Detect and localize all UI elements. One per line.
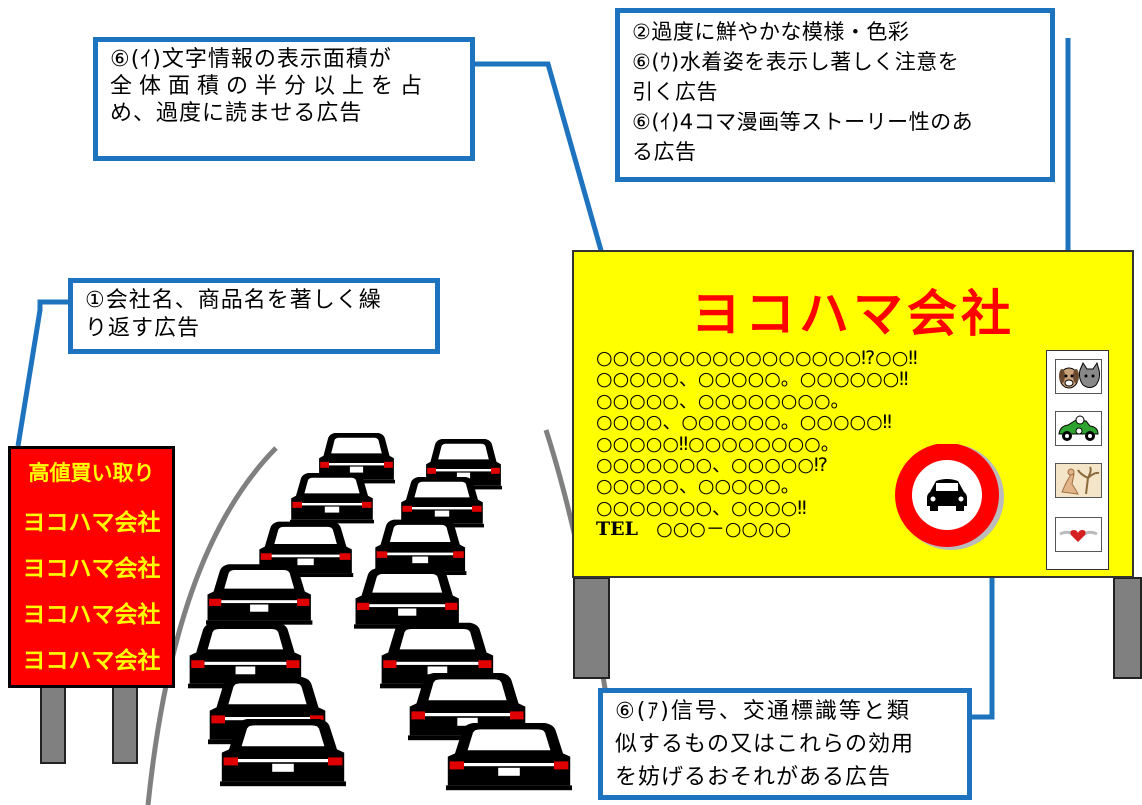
connector-large-area — [475, 61, 609, 269]
billboard-line: ○○○○○‼○○○○○○○○。 — [596, 432, 840, 455]
connector-repeat-name — [15, 299, 70, 447]
connector-traffic-sign — [972, 562, 995, 720]
road-left-edge — [145, 446, 278, 805]
billboard-tel: TEL ○○○－○○○○ — [596, 519, 918, 540]
small-sign-leg-left — [40, 686, 66, 764]
billboard-leg-left — [573, 577, 610, 679]
car — [290, 473, 374, 524]
sign-line: ヨコハマ会社 — [22, 510, 161, 536]
callout-line: め、過度に読ませる広告 — [110, 101, 363, 126]
no-vehicles-sign-icon — [895, 444, 1004, 550]
callout-line: ②過度に鮮やかな模様・色彩 — [632, 20, 910, 44]
callout-line: ⑥(ｱ)信号、交通標識等と類 — [615, 699, 911, 724]
callout-line: ⑥(ｲ)文字情報の表示面積が — [110, 47, 392, 72]
callout-repeat-name: ①会社名、商品名を著しく繰 り返す広告 — [68, 278, 440, 354]
sign-line: ヨコハマ会社 — [22, 648, 161, 674]
swimsuit-figure-icon — [1055, 463, 1102, 498]
callout-line: ⑥(ｲ)4コマ漫画等ストーリー性のあ — [632, 110, 974, 134]
callout-colors-story: ②過度に鮮やかな模様・色彩 ⑥(ｳ)水着姿を表示し著しく注意を 引く広告 ⑥(ｲ… — [615, 8, 1055, 182]
billboard-line: ○○○○○○○○○○○○○○○○⁉○○‼ — [596, 347, 918, 369]
billboard-line: ○○○○○○○、○○○○‼ — [596, 496, 807, 519]
heart-wings-icon — [1055, 517, 1102, 552]
billboard-leg-right — [1113, 577, 1142, 679]
callout-line: る広告 — [632, 140, 697, 164]
callout-line: 似するもの又はこれらの効用 — [615, 732, 915, 757]
tel-number: ○○○－○○○○ — [656, 518, 792, 541]
small-sign-leg-right — [112, 686, 138, 764]
car — [374, 519, 467, 576]
callout-line: ⑥(ｳ)水着姿を表示し著しく注意を — [632, 50, 960, 74]
billboard-body: ○○○○○○○○○○○○○○○○⁉○○‼ ○○○○○、○○○○○。○○○○○○‼… — [596, 347, 918, 541]
callout-line: ①会社名、商品名を著しく繰 — [85, 288, 382, 313]
callout-line: を妨げるおそれがある広告 — [615, 765, 892, 790]
tel-label: TEL — [596, 518, 638, 541]
billboard-line: ○○○○○○○、○○○○○⁉ — [596, 454, 828, 477]
billboard: ヨコハマ会社 ○○○○○○○○○○○○○○○○⁉○○‼ ○○○○○、○○○○○。… — [572, 250, 1134, 578]
comic-strip — [1046, 350, 1109, 570]
callout-traffic-sign: ⑥(ｱ)信号、交通標識等と類 似するもの又はこれらの効用 を妨げるおそれがある広… — [598, 688, 972, 800]
callout-line: り返す広告 — [85, 316, 201, 341]
callout-line: 引く広告 — [632, 80, 718, 104]
traffic-jam-cars — [188, 433, 572, 791]
sign-line: 高値買い取り — [28, 461, 155, 485]
repeat-name-sign: 高値買い取り ヨコハマ会社 ヨコハマ会社 ヨコハマ会社 ヨコハマ会社 — [8, 446, 175, 688]
billboard-line: ○○○○○、○○○○○○○○。 — [596, 389, 850, 412]
car — [354, 568, 461, 629]
billboard-line: ○○○○、○○○○○○。○○○○○‼ — [596, 411, 892, 434]
dog-cat-icon — [1055, 359, 1102, 394]
billboard-line: ○○○○○、○○○○○。○○○○○○‼ — [596, 368, 909, 391]
race-car-icon — [1055, 411, 1102, 446]
callout-large-area-text: ⑥(ｲ)文字情報の表示面積が 全体面積の半分以上を占 め、過度に読ませる広告 — [93, 37, 475, 161]
sign-line: ヨコハマ会社 — [22, 556, 161, 582]
callout-line: 全体面積の半分以上を占 — [110, 74, 430, 99]
car — [446, 723, 572, 791]
car — [206, 564, 313, 625]
car — [220, 719, 346, 787]
billboard-title: ヨコハマ会社 — [691, 285, 1015, 343]
billboard-line: ○○○○○、○○○○○。 — [596, 475, 800, 498]
sign-line: ヨコハマ会社 — [22, 602, 161, 628]
